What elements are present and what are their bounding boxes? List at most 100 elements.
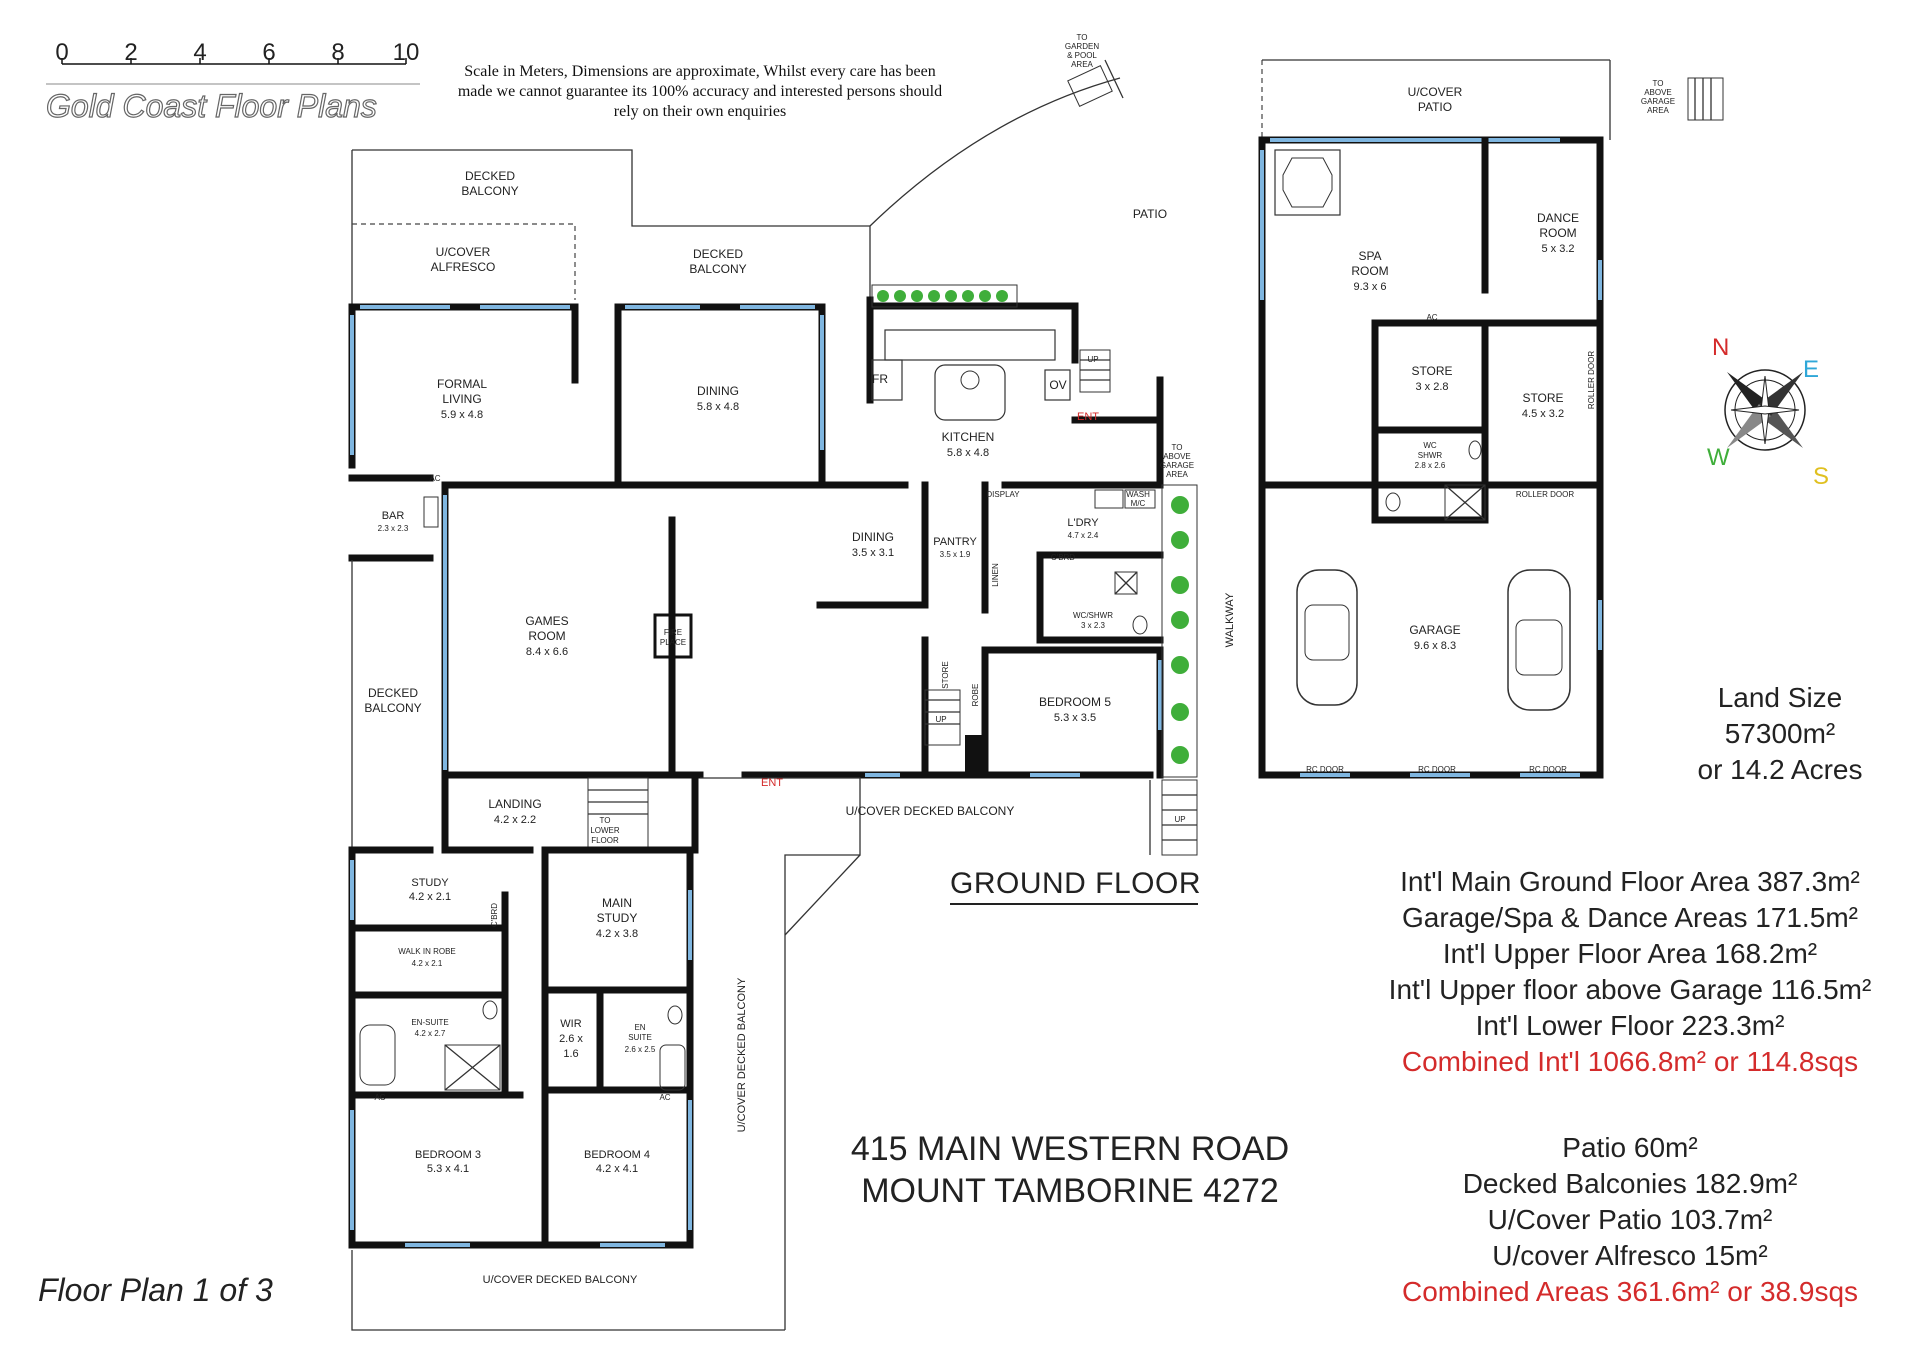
floor-plan-footer: Floor Plan 1 of 3 (38, 1272, 273, 1308)
dim-garage: 9.6 x 8.3 (1414, 640, 1456, 652)
label-to-above-garage-mid: TO (1172, 443, 1183, 452)
decked-balcony-outline (352, 149, 871, 300)
dim-wir: 2.6 x (559, 1033, 583, 1045)
label-wash: WASH (1126, 490, 1150, 499)
label-to-garden-4: AREA (1071, 60, 1093, 69)
compass-s: S (1813, 463, 1829, 490)
label-to-garden-2: GARDEN (1065, 42, 1099, 51)
scale-tick-0: 0 (55, 39, 68, 66)
level-title: GROUND FLOOR (950, 867, 1202, 900)
label-bedroom4: BEDROOM 4 (584, 1149, 650, 1161)
patio-curve (869, 77, 1121, 227)
label-kitchen: KITCHEN (942, 430, 995, 444)
label-to-lower-floor-3: FLOOR (591, 836, 619, 845)
label-cbrd-study: C'BRD (490, 903, 499, 927)
area-lower-floor: Int'l Lower Floor 223.3m² (1475, 1010, 1785, 1041)
dim-wc-shwr-garage: 2.8 x 2.6 (1415, 461, 1446, 470)
disclaimer-note: Scale in Meters, Dimensions are approxim… (457, 63, 943, 120)
label-garage: GARAGE (1409, 623, 1460, 637)
dim-spa-room: 9.3 x 6 (1353, 281, 1386, 293)
dim-study: 4.2 x 2.1 (409, 891, 451, 903)
label-ucover-decked-balcony-vertical: U/COVER DECKED BALCONY (736, 977, 748, 1132)
label-wc-garage: WC (1423, 441, 1437, 450)
label-store-b: STORE (1522, 391, 1563, 405)
area-upper-floor: Int'l Upper Floor Area 168.2m² (1442, 938, 1818, 969)
land-size: Land Size 57300m² or 14.2 Acres (1660, 680, 1900, 788)
label-bedroom3: BEDROOM 3 (415, 1149, 481, 1161)
dim-bedroom3: 5.3 x 4.1 (427, 1163, 469, 1175)
scale-bar: 0 2 4 6 8 10 (46, 39, 420, 85)
label-ucover-decked-balcony-bottom: U/COVER DECKED BALCONY (483, 1274, 638, 1286)
label-walk-in-robe: WALK IN ROBE (398, 947, 456, 956)
label-store-small: STORE (941, 661, 950, 688)
brand-logo-text: Gold Coast Floor Plans (45, 87, 377, 124)
label-ac-bar: AC (429, 474, 440, 483)
scale-tick-10: 10 (393, 39, 420, 66)
dim-pantry: 3.5 x 1.9 (940, 550, 971, 559)
label-store-a: STORE (1411, 364, 1452, 378)
label-display: DISPLAY (986, 490, 1020, 499)
area-patio: Patio 60m² (1562, 1132, 1698, 1163)
dim-bedroom5: 5.3 x 3.5 (1054, 712, 1096, 724)
dim-bedroom4: 4.2 x 4.1 (596, 1163, 638, 1175)
label-ensuite-right-2: SUITE (628, 1033, 652, 1042)
label-ucover-patio: U/COVER (1408, 85, 1463, 99)
area-ground-floor: Int'l Main Ground Floor Area 387.3m² (1400, 866, 1860, 897)
label-ucover-patio-2: PATIO (1418, 100, 1452, 114)
label-fireplace: FIRE (664, 628, 682, 637)
land-size-acres: or 14.2 Acres (1697, 754, 1863, 785)
dim-dance-room: 5 x 3.2 (1541, 243, 1574, 255)
label-up-bedroom5: UP (935, 715, 946, 724)
label-to-garden: TO (1077, 33, 1088, 42)
label-roller-door-h: ROLLER DOOR (1516, 490, 1574, 499)
dim-laundry: 4.7 x 2.4 (1068, 531, 1099, 540)
compass-w: W (1707, 444, 1730, 471)
label-bedroom5: BEDROOM 5 (1039, 695, 1111, 709)
label-laundry: L'DRY (1067, 517, 1099, 529)
label-entry-kitchen: ENT (1077, 411, 1099, 423)
dim-dining-main: 5.8 x 4.8 (697, 401, 739, 413)
label-cbrd-laundry: C'BRD (1051, 553, 1075, 562)
dim-wc-shwr: 3 x 2.3 (1081, 621, 1106, 630)
label-ensuite-left: EN-SUITE (411, 1018, 448, 1027)
label-to-above-garage-right-2: ABOVE (1644, 88, 1672, 97)
label-spa-room: SPA (1358, 249, 1381, 263)
dim-kitchen: 5.8 x 4.8 (947, 447, 989, 459)
label-up-walkway: UP (1174, 815, 1185, 824)
label-spa-room-2: ROOM (1351, 264, 1388, 278)
compass: N E W S (1707, 334, 1829, 490)
label-dance-room-2: ROOM (1539, 226, 1576, 240)
label-to-above-garage-right-4: AREA (1647, 106, 1669, 115)
dim-bar: 2.3 x 2.3 (378, 524, 409, 533)
label-main-study: MAIN (602, 896, 632, 910)
label-wir: WIR (560, 1018, 581, 1030)
label-alfresco: U/COVER (436, 245, 491, 259)
scale-tick-4: 4 (193, 39, 206, 66)
area-upper-above-garage: Int'l Upper floor above Garage 116.5m² (1388, 974, 1872, 1005)
scale-tick-6: 6 (262, 39, 275, 66)
scale-tick-2: 2 (124, 39, 137, 66)
area-garage-spa-dance: Garage/Spa & Dance Areas 171.5m² (1401, 902, 1859, 933)
label-alfresco-2: ALFRESCO (431, 260, 496, 274)
label-pantry: PANTRY (933, 536, 977, 548)
label-to-above-garage-mid-2: ABOVE (1163, 452, 1191, 461)
label-patio: PATIO (1133, 207, 1167, 221)
label-walkway: WALKWAY (1224, 592, 1236, 647)
label-to-lower-floor: TO (600, 816, 611, 825)
label-rc-door-1: RC DOOR (1306, 765, 1344, 774)
land-size-label: Land Size (1717, 682, 1843, 713)
dim-store-a: 3 x 2.8 (1415, 381, 1448, 393)
label-formal-living-2: LIVING (442, 392, 481, 406)
label-robe: ROBE (971, 684, 980, 707)
label-mc: M/C (1131, 499, 1146, 508)
dim-store-b: 4.5 x 3.2 (1522, 408, 1564, 420)
label-ac-spa: AC (1426, 313, 1437, 322)
label-to-above-garage-right-3: GARAGE (1641, 97, 1675, 106)
area-decked-balconies: Decked Balconies 182.9m² (1462, 1168, 1798, 1199)
area-combined-internal: Combined Int'l 1066.8m² or 114.8sqs (1401, 1046, 1859, 1077)
address-line-2: MOUNT TAMBORINE 4272 (861, 1172, 1279, 1210)
dim-walk-in-robe: 4.2 x 2.1 (412, 959, 443, 968)
land-size-m2: 57300m² (1724, 718, 1836, 749)
label-roller-door-v: ROLLER DOOR (1587, 351, 1596, 409)
